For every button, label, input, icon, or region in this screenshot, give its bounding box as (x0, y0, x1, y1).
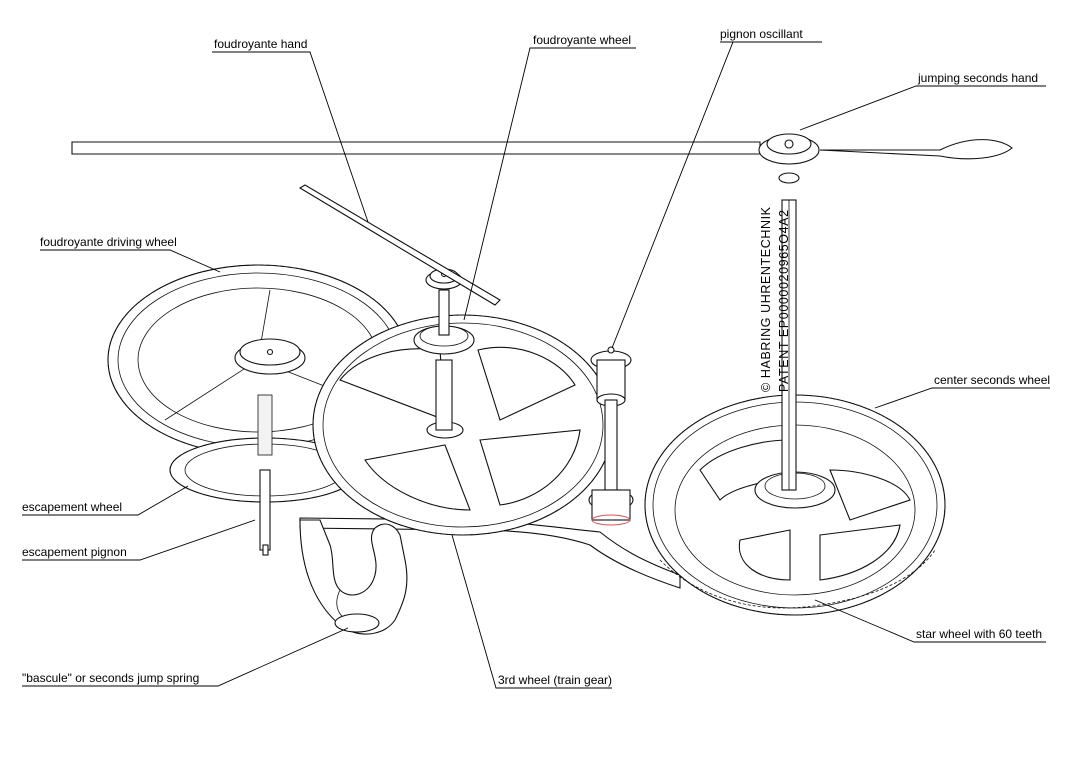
label-center-seconds-wheel: center seconds wheel (934, 373, 1050, 387)
pignon-oscillant (588, 346, 634, 526)
star-wheel (659, 549, 936, 609)
foudroyante-wheel (413, 268, 475, 431)
copyright-line-1: © HABRING UHRENTECHNIK (759, 206, 773, 392)
mechanism-drawing (71, 133, 1013, 635)
central-arbor (778, 172, 800, 491)
third-wheel (312, 314, 614, 536)
leader-lines (22, 41, 1050, 689)
jumping-seconds-hand (71, 133, 1013, 165)
foudroyante-hand (298, 184, 501, 306)
copyright-block: © HABRING UHRENTECHNIK PATENT EP00000209… (759, 206, 791, 392)
label-foudroyante-driving-wheel: foudroyante driving wheel (40, 235, 177, 249)
label-third-wheel: 3rd wheel (train gear) (498, 673, 612, 687)
label-jumping-seconds-hand: jumping seconds hand (917, 71, 1038, 85)
center-seconds-wheel (644, 394, 946, 616)
label-pignon-oscillant: pignon oscillant (720, 27, 803, 41)
foudroyante-driving-wheel (107, 264, 409, 456)
label-bascule: "bascule" or seconds jump spring (22, 671, 199, 685)
bascule-spring (299, 519, 408, 635)
contact-highlight (591, 514, 631, 526)
copyright-line-2: PATENT EP0000020965O4A2 (777, 209, 791, 392)
bridge-plate (299, 517, 681, 589)
label-foudroyante-wheel: foudroyante wheel (533, 33, 631, 47)
label-escapement-wheel: escapement wheel (22, 500, 122, 514)
label-foudroyante-hand: foudroyante hand (214, 37, 307, 51)
label-escapement-pignon: escapement pignon (22, 545, 127, 559)
label-star-wheel: star wheel with 60 teeth (916, 627, 1042, 641)
callout-labels: foudroyante hand foudroyante wheel pigno… (22, 27, 1050, 687)
